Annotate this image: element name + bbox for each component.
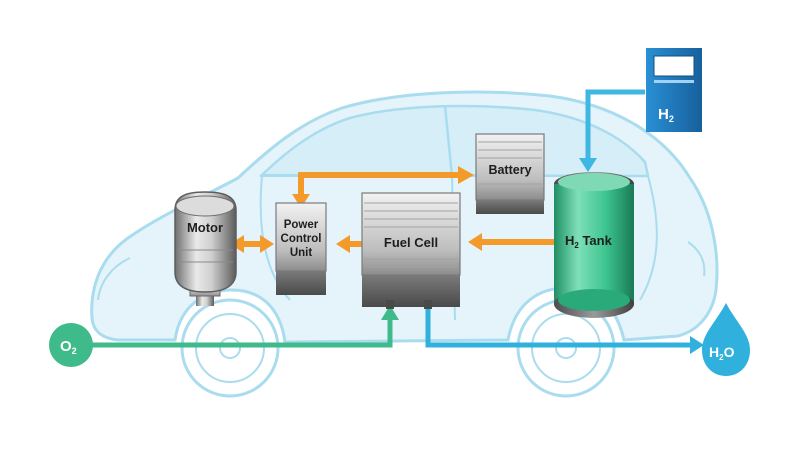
battery: Battery xyxy=(475,133,545,214)
water-drop: H2O xyxy=(702,303,750,376)
hydrogen-station: H2 xyxy=(646,48,702,132)
station-label: H2 xyxy=(658,106,674,124)
power-control-unit: Power Control Unit xyxy=(275,202,327,295)
pcu-label-line1: Power xyxy=(284,219,319,231)
pcu-label-line2: Control xyxy=(281,233,322,245)
fuel-cell-label: Fuel Cell xyxy=(384,235,438,250)
fuel-cell: Fuel Cell xyxy=(361,192,461,309)
rear-wheel xyxy=(516,298,616,398)
oxygen-badge: O2 xyxy=(49,323,93,367)
tank-label: H2 Tank xyxy=(565,233,613,250)
battery-label: Battery xyxy=(488,163,531,177)
hydrogen-tank: H2 Tank xyxy=(554,172,634,318)
water-line xyxy=(425,305,704,354)
oxygen-line xyxy=(88,305,399,348)
oxygen-label: O2 xyxy=(60,338,77,356)
electric-flows xyxy=(230,166,556,253)
water-label: H2O xyxy=(709,344,735,362)
motor: Motor xyxy=(174,191,237,306)
pcu-label-line3: Unit xyxy=(290,247,313,259)
motor-label: Motor xyxy=(187,220,223,235)
front-wheel xyxy=(180,298,280,398)
hydrogen-feed-line xyxy=(579,89,645,172)
